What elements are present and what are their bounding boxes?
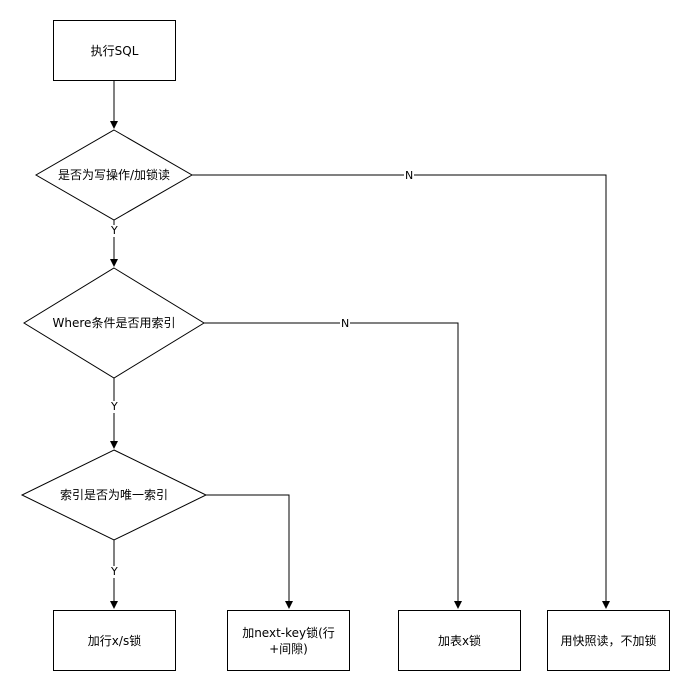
label-write-yes: Y bbox=[110, 224, 119, 237]
decision-where-index-text: Where条件是否用索引 bbox=[52, 316, 176, 330]
label-where-yes: Y bbox=[110, 400, 119, 413]
result-snapshot-box: 用快照读，不加锁 bbox=[547, 610, 670, 671]
decision-write-text: 是否为写操作/加锁读 bbox=[57, 168, 171, 182]
label-write-no: N bbox=[404, 169, 415, 182]
result-row-lock-box: 加行x/s锁 bbox=[53, 610, 176, 671]
edge-write-no bbox=[192, 174, 610, 609]
edge-unique-no bbox=[206, 494, 293, 609]
label-where-no: N bbox=[340, 317, 351, 330]
result-next-key-box: 加next-key锁(行+间隙) bbox=[227, 610, 350, 671]
result-table-lock-box: 加表x锁 bbox=[398, 610, 521, 671]
label-unique-yes: Y bbox=[110, 565, 119, 578]
start-box: 执行SQL bbox=[53, 20, 176, 81]
edge-where-no bbox=[204, 322, 462, 609]
decision-unique-text: 索引是否为唯一索引 bbox=[59, 488, 168, 502]
